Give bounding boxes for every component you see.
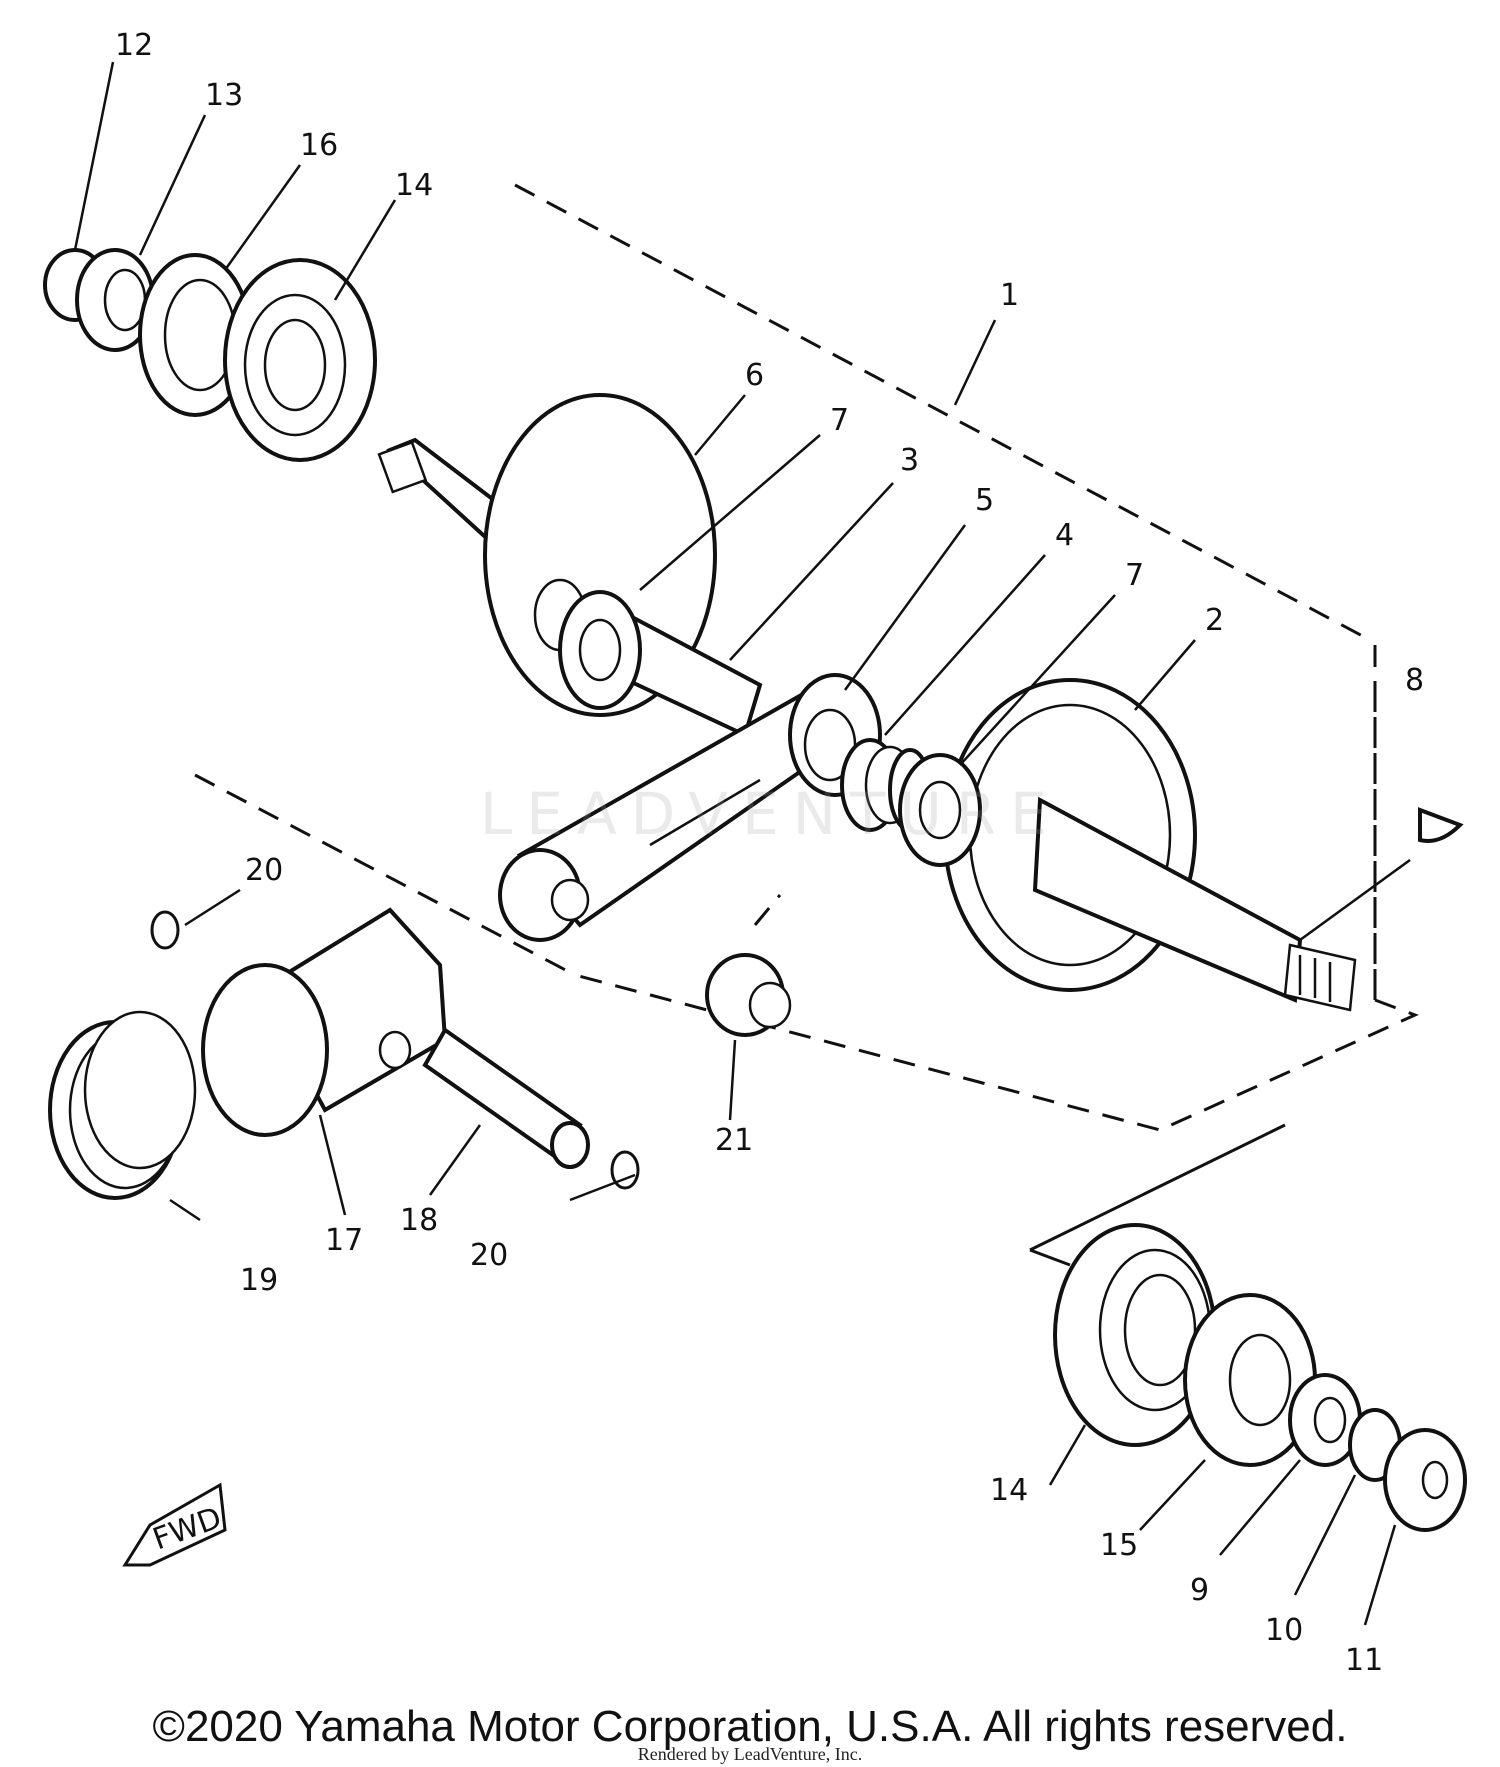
- callout-4: 4: [1055, 518, 1074, 553]
- assembly-outline: [194, 183, 1419, 1132]
- spacer-9: [1288, 1373, 1362, 1467]
- lower-parts-outline: [1029, 1123, 1286, 1267]
- nut-11: [1383, 1428, 1467, 1532]
- piston-rings: [48, 1010, 197, 1200]
- callout-15: 15: [1100, 1528, 1138, 1563]
- callout-14-bottom: 14: [990, 1473, 1028, 1508]
- callout-9: 9: [1190, 1573, 1209, 1608]
- callout-16: 16: [300, 128, 338, 163]
- callout-20-bottom: 20: [470, 1238, 508, 1273]
- bearing-14-top: [223, 258, 377, 462]
- callout-5: 5: [975, 483, 994, 518]
- callout-13: 13: [205, 78, 243, 113]
- callout-19: 19: [240, 1263, 278, 1298]
- callout-7a: 7: [830, 403, 849, 438]
- callout-8: 8: [1405, 663, 1424, 698]
- callout-1: 1: [1000, 278, 1019, 313]
- crank-web-right: [943, 678, 1357, 1012]
- callout-2: 2: [1205, 603, 1224, 638]
- leader-lines: [73, 61, 1411, 1626]
- callout-6: 6: [745, 358, 764, 393]
- circlip-20-top: [150, 910, 180, 950]
- callout-14-top: 14: [395, 168, 433, 203]
- callout-21: 21: [715, 1123, 753, 1158]
- copyright-notice: ©2020 Yamaha Motor Corporation, U.S.A. A…: [152, 1702, 1348, 1751]
- callout-7b: 7: [1125, 558, 1144, 593]
- callout-18: 18: [400, 1203, 438, 1238]
- woodruff-key: [1418, 807, 1464, 843]
- crank-web-left: [377, 393, 763, 738]
- callout-20-top: 20: [245, 853, 283, 888]
- callout-11: 11: [1345, 1643, 1383, 1678]
- callout-17: 17: [325, 1223, 363, 1258]
- piston: [201, 907, 448, 1137]
- fwd-arrow: FWD: [122, 1482, 227, 1567]
- needle-bearing-16: [138, 253, 252, 417]
- piston-pin: [422, 1027, 590, 1169]
- callout-12: 12: [115, 28, 153, 63]
- watermark-text: LEADVENTURE: [480, 780, 1061, 848]
- bearing-14-bottom: [1053, 1223, 1217, 1447]
- circlip-20-bottom: [610, 1150, 640, 1190]
- small-end-bearing: [705, 953, 792, 1037]
- callout-3: 3: [900, 443, 919, 478]
- washer-7-left: [558, 590, 642, 710]
- rendered-by-note: Rendered by LeadVenture, Inc.: [637, 1744, 863, 1764]
- oil-seal-13: [75, 248, 155, 352]
- washer-7-right: [898, 753, 982, 867]
- callout-10: 10: [1265, 1613, 1303, 1648]
- callout-labels: 1 2 3 4 5 6 7 7 8 9 10 11 12 13 14 14 15…: [115, 28, 1424, 1678]
